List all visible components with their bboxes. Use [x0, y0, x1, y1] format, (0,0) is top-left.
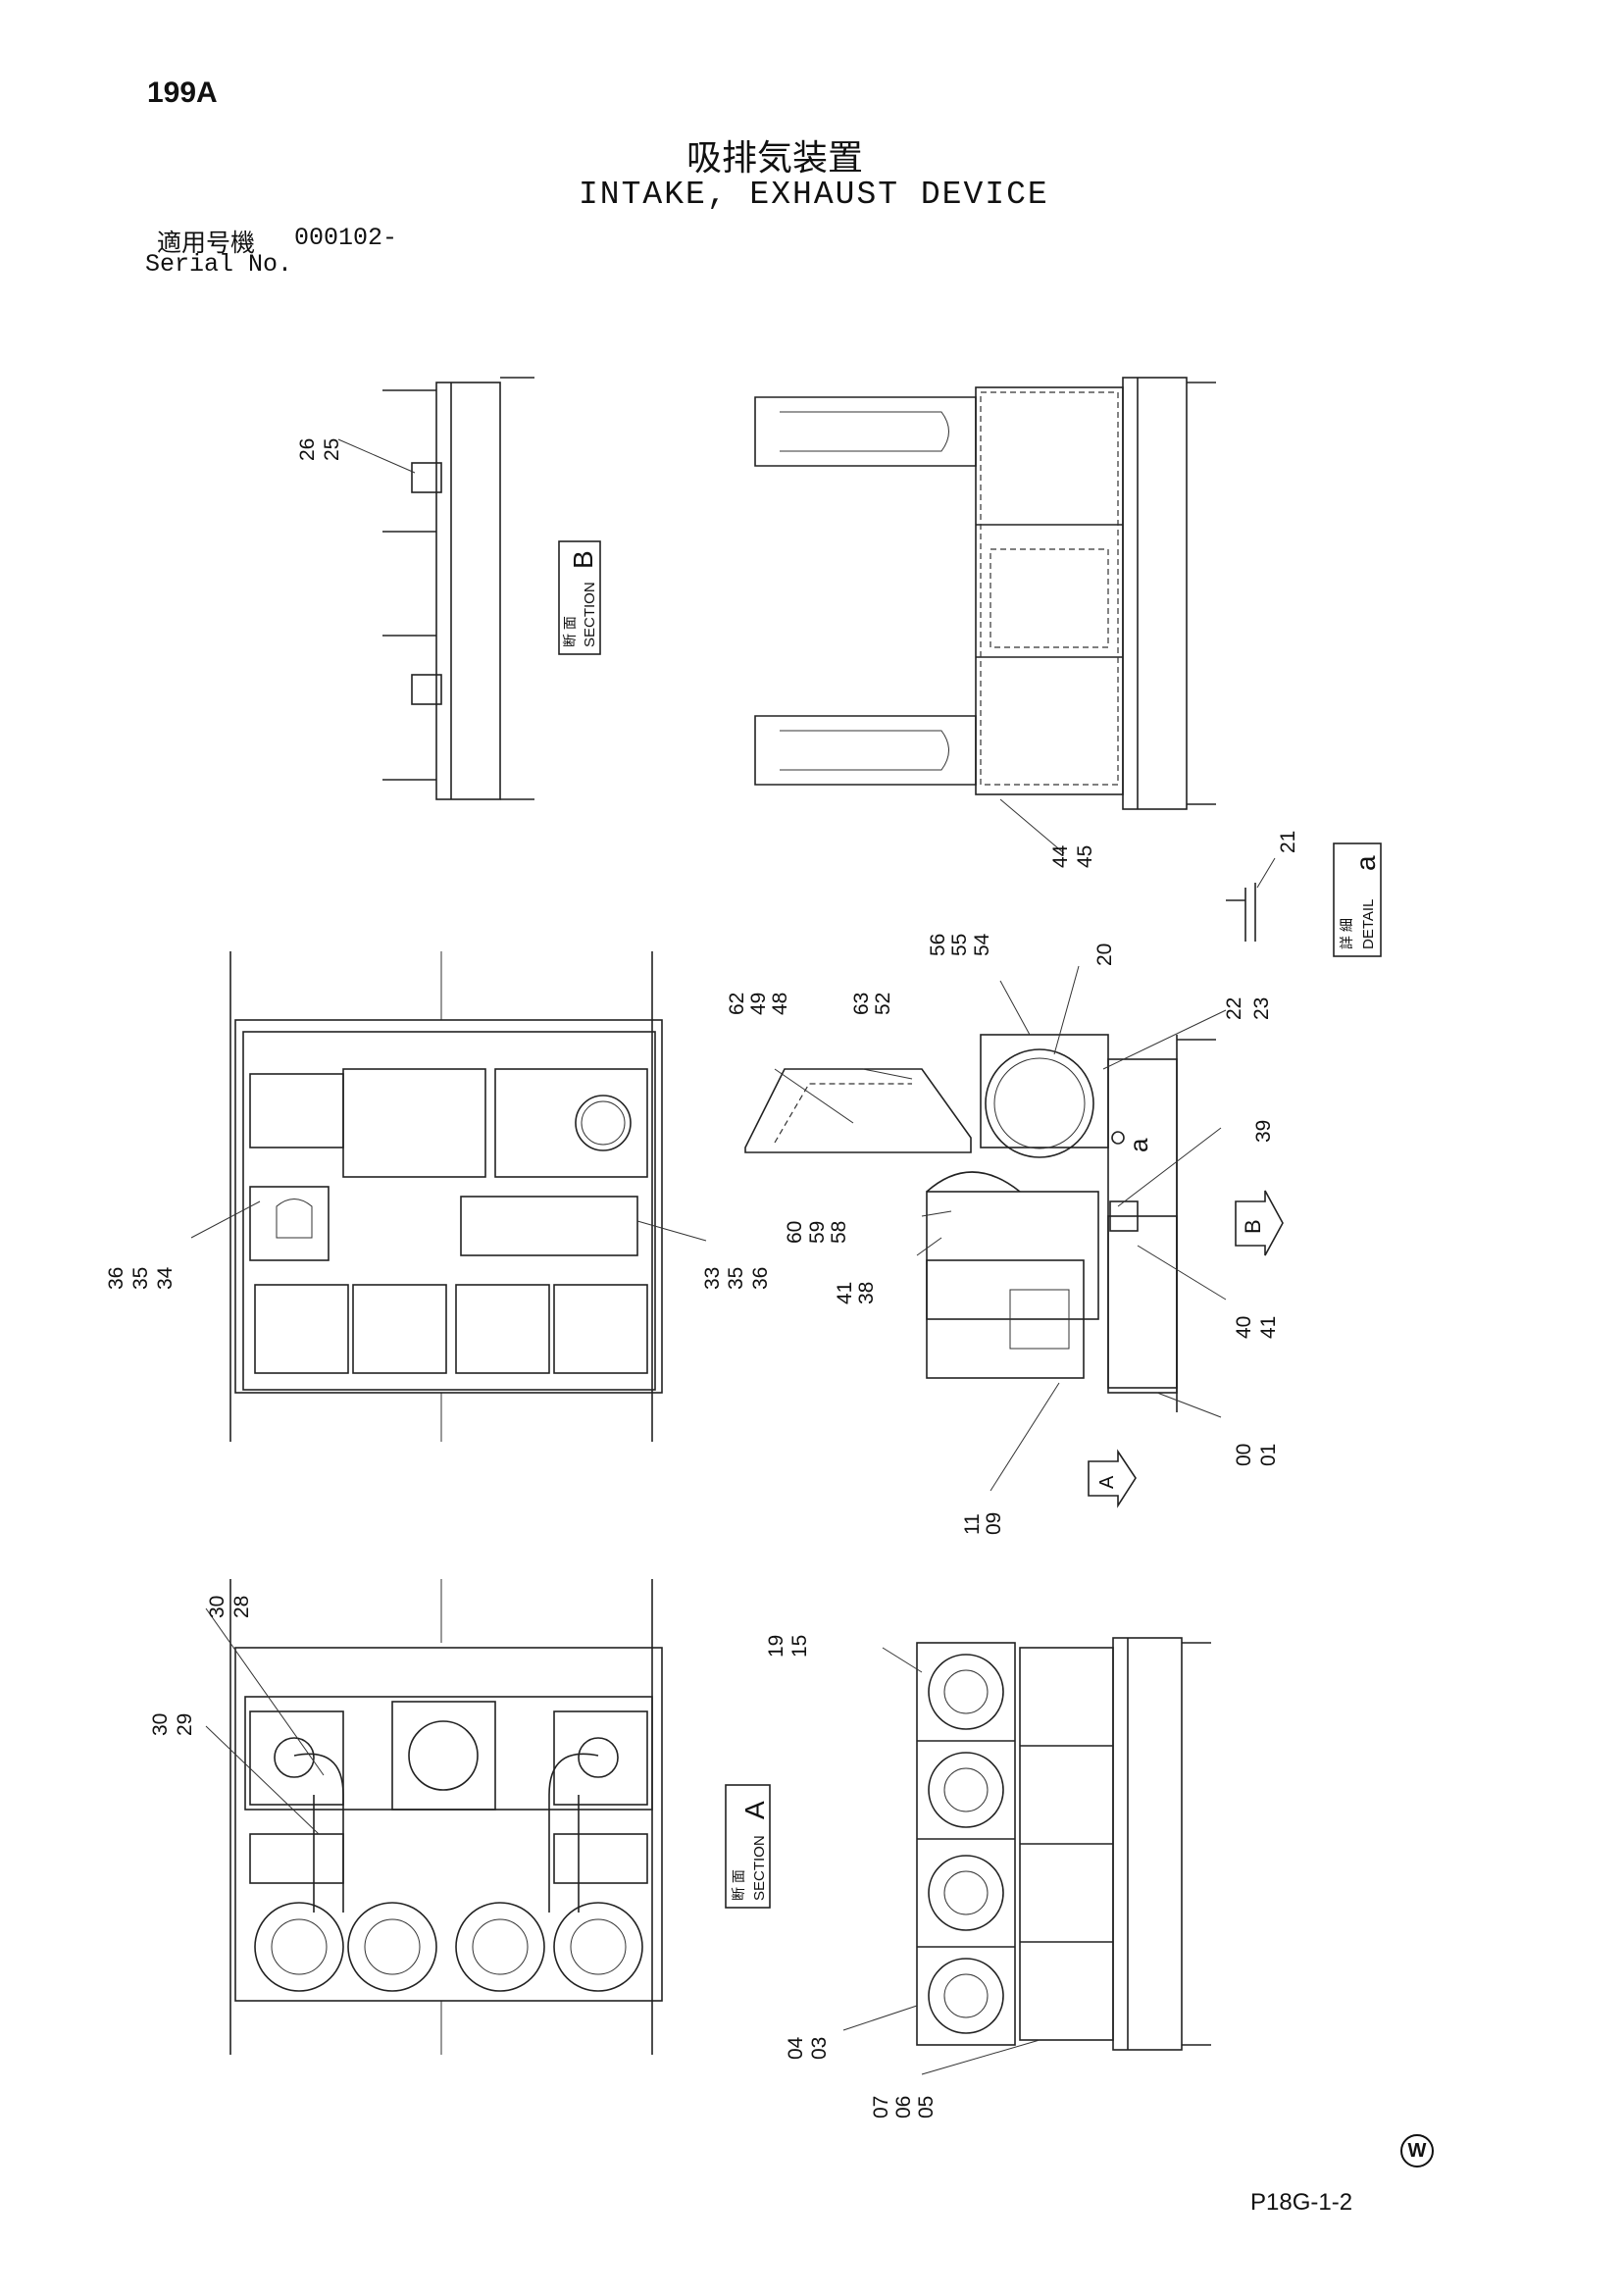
page-title-english: INTAKE, EXHAUST DEVICE [579, 177, 1049, 213]
detail-marker-a-letter: a [1124, 1138, 1153, 1152]
callout-label: 59 [806, 1221, 829, 1244]
detail-a-tag: 詳 細 DETAIL a [1333, 842, 1382, 957]
callout-label: 28 [230, 1596, 253, 1618]
callout-label: 21 [1277, 831, 1299, 853]
page-reference: P18G-1-2 [1250, 2189, 1353, 2216]
section-a-tag: 断 面 SECTION A [725, 1784, 771, 1909]
view-marker-a: A [1088, 1449, 1137, 1508]
section-a-tag-letter: A [739, 1801, 770, 1819]
view-marker-a-letter: A [1096, 1475, 1118, 1489]
callout-label: 60 [784, 1221, 806, 1244]
callout-label: 09 [983, 1512, 1005, 1535]
detail-a-view [1226, 857, 1276, 942]
detail-a-tag-jp: 詳 細 [1339, 918, 1354, 949]
section-a-tag-jp: 断 面 [731, 1869, 746, 1901]
detail-a-tag-letter: a [1350, 855, 1381, 871]
callout-label: 39 [1252, 1120, 1275, 1143]
callout-label: 26 [296, 438, 319, 461]
callout-label: 05 [915, 2096, 938, 2118]
callout-label: 41 [1257, 1316, 1280, 1339]
callout-label: 04 [785, 2036, 807, 2060]
callout-label: 62 [726, 993, 748, 1015]
serial-label-english: Serial No. [145, 250, 293, 279]
page-number: 199A [147, 77, 218, 109]
section-a-tag-en: SECTION [751, 1835, 768, 1901]
section-b-tag-en: SECTION [582, 582, 598, 647]
callout-label: 07 [870, 2096, 892, 2118]
callout-label: 25 [321, 438, 343, 461]
callout-label: 30 [149, 1713, 172, 1736]
callout-label: 38 [855, 1282, 878, 1304]
callout-label: 15 [788, 1635, 811, 1658]
callout-label: 54 [971, 933, 993, 956]
callout-label: 52 [872, 993, 894, 1015]
callout-label: 33 [701, 1267, 724, 1290]
callout-label: 06 [892, 2096, 915, 2118]
callout-label: 49 [747, 993, 770, 1015]
callout-label: 36 [749, 1267, 772, 1290]
callout-label: 36 [105, 1267, 127, 1290]
view-marker-b: B [1235, 1190, 1284, 1256]
detail-a-tag-en: DETAIL [1360, 899, 1377, 949]
callout-label: 30 [206, 1596, 228, 1618]
callout-label: 35 [129, 1267, 152, 1290]
section-b-tag: 断 面 SECTION B [558, 540, 601, 655]
callout-label: 41 [834, 1282, 856, 1304]
callout-label: 44 [1049, 844, 1072, 868]
callout-label: 23 [1250, 997, 1273, 1020]
callout-label: 19 [765, 1635, 787, 1658]
callout-label: 58 [828, 1221, 850, 1244]
callout-label: 20 [1093, 944, 1116, 966]
callout-label: 40 [1233, 1316, 1255, 1339]
middle-right-side-view [744, 965, 1227, 1492]
middle-left-plan-view [190, 951, 707, 1442]
callout-labels: 26 25 44 45 21 56 55 54 62 49 48 63 52 2… [105, 438, 1299, 2118]
top-right-side-view [754, 377, 1216, 854]
callout-label: 63 [850, 993, 873, 1015]
callout-label: 35 [725, 1267, 747, 1290]
serial-number-value: 000102- [294, 224, 398, 252]
callout-label: 48 [769, 993, 791, 1015]
detail-marker-a: a [1111, 1131, 1153, 1152]
callout-label: 56 [927, 934, 949, 956]
bottom-left-plan-view [205, 1579, 663, 2055]
callout-label: 45 [1074, 845, 1096, 868]
section-b-tag-letter: B [568, 550, 598, 569]
callout-label: 11 [961, 1513, 984, 1535]
bottom-right-side-view [842, 1637, 1211, 2075]
serial-label-japanese: 適用号機 [157, 229, 256, 257]
callout-label: 03 [808, 2037, 831, 2060]
section-b-view [337, 377, 534, 800]
callout-label: 00 [1233, 1444, 1255, 1466]
view-marker-b-letter: B [1241, 1219, 1265, 1234]
callout-label: 29 [174, 1713, 196, 1736]
callout-label: 34 [154, 1266, 177, 1290]
callout-label: 55 [948, 934, 971, 956]
copyright-mark: W [1400, 2134, 1434, 2168]
callout-label: 01 [1257, 1444, 1280, 1466]
section-b-tag-jp: 断 面 [562, 616, 578, 647]
page-title-japanese: 吸排気装置 [686, 138, 864, 179]
callout-label: 22 [1223, 997, 1245, 1020]
